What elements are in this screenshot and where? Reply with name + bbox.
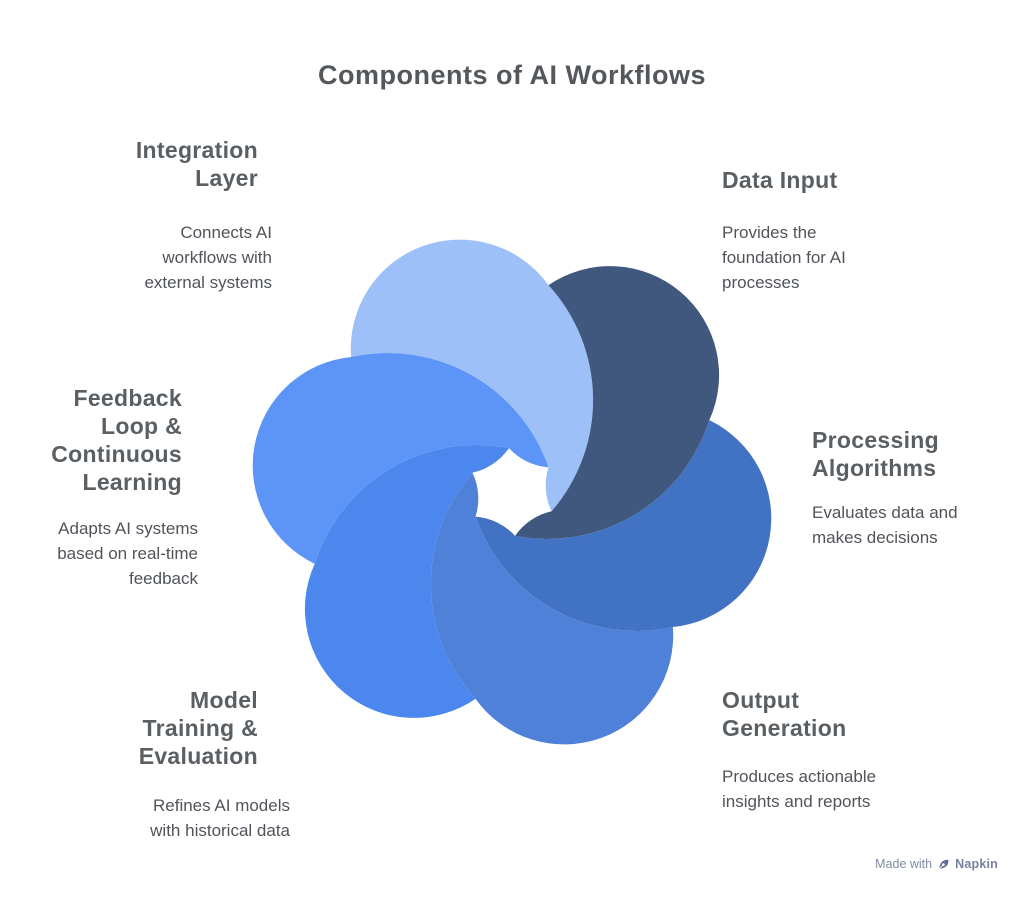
- petal-integration-layer: [350, 239, 594, 512]
- petal-data-input: [515, 266, 720, 539]
- page-title: Components of AI Workflows: [318, 60, 706, 90]
- component-output-generation: Output Generation Produces actionable in…: [722, 686, 932, 814]
- component-description: Connects AI workflows with external syst…: [144, 223, 272, 292]
- component-heading: Data Input: [722, 167, 838, 193]
- component-description: Adapts AI systems based on real-time fee…: [57, 519, 198, 588]
- component-processing-algorithms: Processing Algorithms Evaluates data and…: [812, 426, 1017, 550]
- component-description: Produces actionable insights and reports: [722, 767, 877, 811]
- component-heading: Integration Layer: [135, 137, 258, 191]
- component-integration-layer: Integration Layer Connects AI workflows …: [42, 136, 272, 295]
- petal-output-generation: [430, 472, 674, 745]
- made-with-label: Made with: [875, 857, 933, 871]
- component-heading: Output Generation: [722, 687, 847, 741]
- component-model-training-evaluation: Model Training & Evaluation Refines AI m…: [40, 686, 290, 843]
- component-description: Evaluates data and makes decisions: [812, 503, 958, 547]
- component-data-input: Data Input Provides the foundation for A…: [722, 166, 922, 295]
- petal-model-training-evaluation: [304, 445, 509, 718]
- made-with-napkin-attribution: Made with Napkin: [875, 857, 998, 871]
- napkin-pen-icon: [937, 858, 950, 871]
- component-heading: Model Training & Evaluation: [138, 687, 258, 769]
- petal-processing-algorithms: [475, 420, 772, 631]
- petal-feedback-loop-continuous-learning: [252, 353, 549, 564]
- component-description: Provides the foundation for AI processes: [722, 223, 846, 292]
- component-description: Refines AI models with historical data: [150, 796, 290, 840]
- component-feedback-loop: Feedback Loop & Continuous Learning Adap…: [8, 384, 198, 591]
- napkin-brand-label: Napkin: [955, 857, 998, 871]
- component-heading: Feedback Loop & Continuous Learning: [51, 385, 182, 495]
- component-heading: Processing Algorithms: [812, 427, 939, 481]
- ai-workflow-swirl-graphic: [252, 239, 772, 745]
